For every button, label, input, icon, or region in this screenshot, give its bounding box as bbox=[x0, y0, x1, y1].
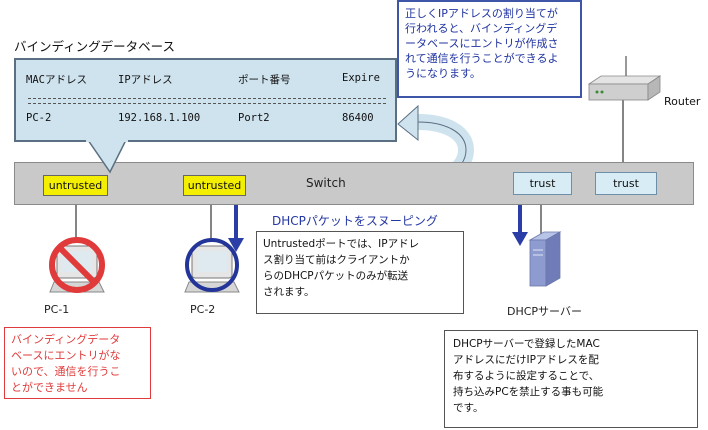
callout-bot-line: DHCPサーバーで登録したMAC bbox=[453, 338, 600, 350]
snooping-label: DHCPパケットをスヌーピング bbox=[272, 214, 438, 228]
router-label: Router bbox=[664, 95, 701, 108]
port-trust-2: trust bbox=[595, 172, 657, 195]
callout-top-line: 正しくIPアドレスの割り当てが bbox=[405, 7, 558, 20]
pc2-label: PC-2 bbox=[190, 303, 216, 316]
curve-arrow-head bbox=[397, 104, 419, 142]
pc1-label: PC-1 bbox=[44, 303, 70, 316]
callout-top-line: 行われると、バインディングデ bbox=[405, 22, 558, 35]
callout-dhcp-registration: DHCPサーバーで登録したMAC アドレスにだけIPアドレスを配 布するように設… bbox=[444, 330, 698, 428]
callout-red-line: いので、通信を行うこ bbox=[11, 365, 121, 378]
callout-bot-line: です。 bbox=[453, 402, 484, 414]
callout-untrusted-port: Untrustedポートでは、IPアドレ ス割り当て前はクライアントか らのDH… bbox=[256, 231, 464, 314]
port-untrusted-2: untrusted bbox=[183, 175, 246, 196]
column-header-ip: IPアドレス bbox=[118, 74, 173, 86]
column-header-mac: MACアドレス bbox=[26, 74, 87, 86]
row-ip: 192.168.1.100 bbox=[118, 112, 201, 124]
callout-red-line: ベースにエントリがな bbox=[11, 349, 121, 362]
callout-red-line: とができません bbox=[11, 381, 88, 394]
snooping-arrow-left bbox=[228, 238, 244, 252]
port-trust-1: trust bbox=[513, 172, 572, 195]
callout-mid-line: ス割り当て前はクライアントか bbox=[263, 254, 410, 266]
table-separator bbox=[28, 98, 386, 104]
row-expire: 86400 bbox=[342, 112, 374, 124]
switch-label: Switch bbox=[306, 176, 346, 190]
callout-top-line: れて通信を行うことができるよ bbox=[405, 52, 559, 65]
callout-mid-line: されます。 bbox=[263, 286, 315, 298]
router-icon bbox=[587, 56, 662, 101]
binding-database-title: バインディングデータベース bbox=[14, 39, 176, 54]
callout-bot-line: 持ち込みPCを禁止する事も可能 bbox=[453, 386, 604, 398]
callout-bot-line: アドレスにだけIPアドレスを配 bbox=[453, 354, 599, 366]
row-mac: PC-2 bbox=[26, 112, 52, 124]
snooping-arrow-right bbox=[512, 232, 528, 246]
switch-body bbox=[14, 162, 694, 205]
callout-mid-line: Untrustedポートでは、IPアドレ bbox=[263, 238, 420, 250]
callout-mid-line: らのDHCPパケットのみが転送 bbox=[263, 270, 409, 282]
dhcp-server-label: DHCPサーバー bbox=[507, 305, 582, 318]
callout-no-entry-warning: バインディングデータ ベースにエントリがな いので、通信を行うこ とができません bbox=[4, 327, 151, 399]
callout-top-line: うになります。 bbox=[405, 67, 481, 80]
callout-red-line: バインディングデータ bbox=[11, 333, 121, 346]
callout-bot-line: 布するように設定することで、 bbox=[453, 370, 600, 382]
column-header-expire: Expire bbox=[342, 72, 380, 84]
port-untrusted-1: untrusted bbox=[43, 175, 108, 196]
prohibited-icon bbox=[49, 237, 105, 293]
binding-database-panel: MACアドレス IPアドレス ポート番号 Expire PC-2 192.168… bbox=[14, 58, 397, 142]
pc2-monitor-icon bbox=[184, 238, 240, 293]
dhcp-server-icon bbox=[528, 231, 562, 287]
column-header-port: ポート番号 bbox=[238, 74, 291, 86]
callout-entry-created: 正しくIPアドレスの割り当てが 行われると、バインディングデ ータベースにエント… bbox=[397, 0, 582, 98]
callout-top-line: ータベースにエントリが作成さ bbox=[405, 37, 559, 50]
row-port: Port2 bbox=[238, 112, 270, 124]
